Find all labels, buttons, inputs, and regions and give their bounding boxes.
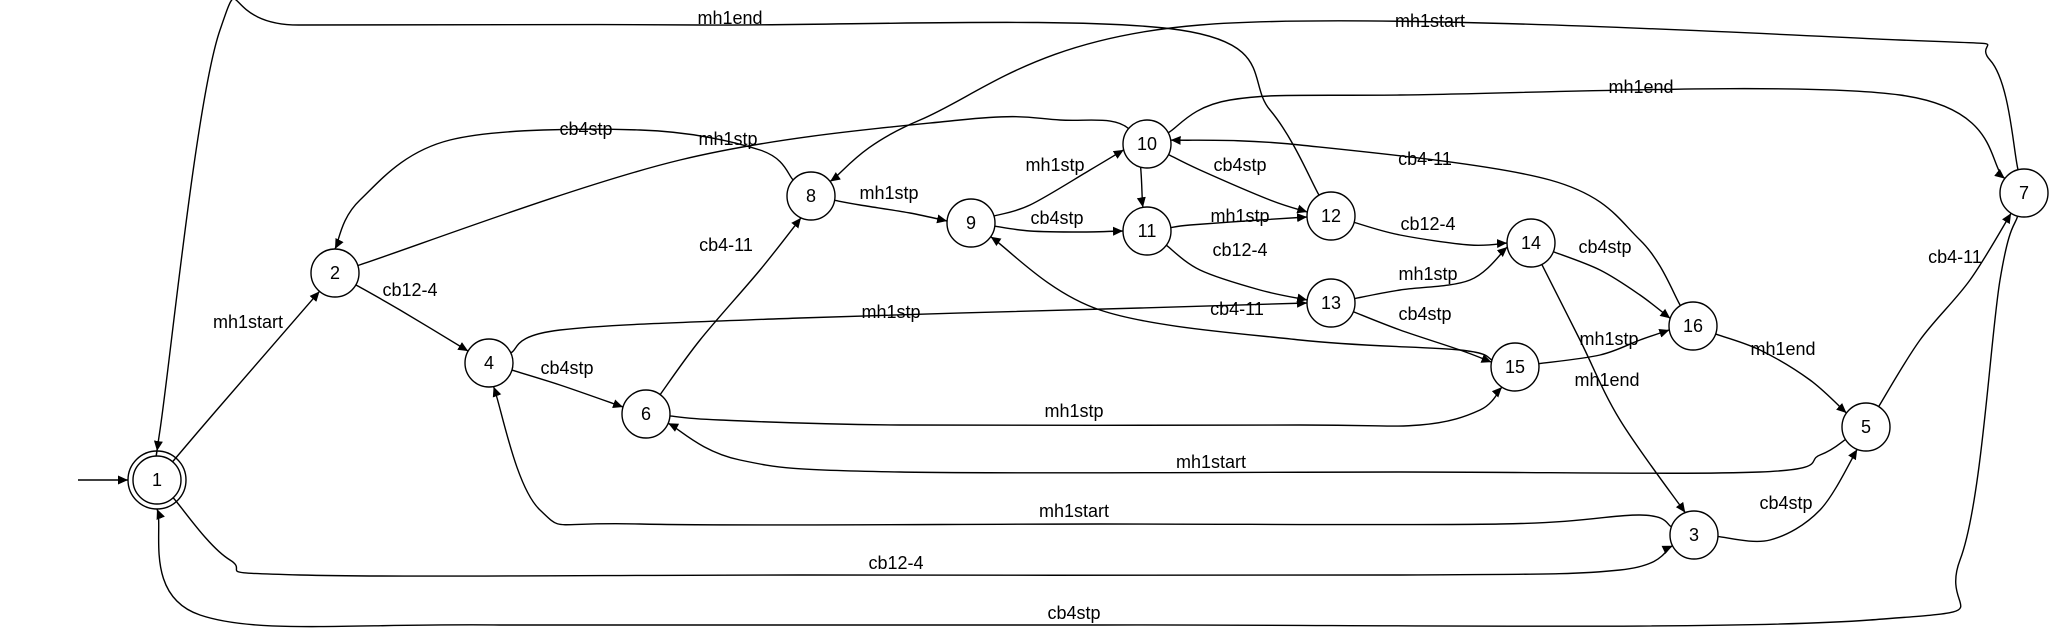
- transition-edge-9-11: [994, 225, 1124, 236]
- transition-edge-14-3: [1541, 264, 1686, 514]
- transition-label-2-4: cb12-4: [382, 280, 437, 300]
- transition-label-14-3: mh1end: [1574, 370, 1639, 390]
- state-label-15: 15: [1505, 357, 1525, 377]
- transition-edge-15-9: [990, 236, 1493, 361]
- transition-edge-2-4: [355, 284, 469, 352]
- transition-label-6-8: cb4-11: [699, 235, 753, 255]
- state-node-12: 12: [1306, 191, 1356, 241]
- transition-label-10-7: mh1end: [1608, 77, 1673, 97]
- transition-edge-4-13: [510, 298, 1308, 354]
- transition-edge-14-16: [1553, 251, 1671, 319]
- state-node-9: 9: [946, 198, 996, 248]
- state-label-1: 1: [152, 470, 162, 490]
- state-label-2: 2: [330, 263, 340, 283]
- transition-label-12-14: cb12-4: [1400, 214, 1455, 234]
- state-node-11: 11: [1122, 206, 1172, 256]
- transition-label-11-12: mh1stp: [1210, 206, 1269, 226]
- transition-edge-6-8: [659, 217, 802, 396]
- state-node-6: 6: [621, 389, 671, 439]
- state-node-15: 15: [1490, 342, 1540, 392]
- transition-label-2-11: mh1stp: [698, 129, 757, 149]
- transition-label-15-16: mh1stp: [1579, 329, 1638, 349]
- state-label-12: 12: [1321, 206, 1341, 226]
- transition-edge-7-1: [156, 215, 2019, 628]
- state-node-8: 8: [786, 171, 836, 221]
- transition-edge-8-9: [834, 199, 948, 224]
- state-node-14: 14: [1506, 218, 1556, 268]
- transition-edge-10-7: [1167, 87, 2006, 180]
- transition-label-5-7: cb4-11: [1928, 247, 1982, 267]
- state-label-6: 6: [641, 404, 651, 424]
- transition-label-9-10: mh1stp: [1025, 155, 1084, 175]
- transition-edge-15-16: [1538, 328, 1670, 365]
- transition-edge-12-1: [153, 0, 1320, 468]
- state-label-11: 11: [1138, 221, 1157, 241]
- transition-label-11-13: cb12-4: [1212, 240, 1267, 260]
- state-label-14: 14: [1521, 233, 1541, 253]
- state-label-5: 5: [1861, 417, 1871, 437]
- transition-edge-5-7: [1878, 212, 2012, 407]
- transition-label-1-3: cb12-4: [868, 553, 923, 573]
- transition-edge-8-2: [334, 128, 794, 250]
- state-node-13: 13: [1306, 278, 1356, 328]
- state-label-16: 16: [1683, 316, 1703, 336]
- state-label-4: 4: [484, 353, 494, 373]
- transition-label-16-10: cb4-11: [1398, 149, 1452, 169]
- transition-label-12-1: mh1end: [697, 8, 762, 28]
- transition-label-5-6: mh1start: [1176, 452, 1246, 472]
- transition-edge-5-6: [667, 422, 1846, 474]
- transition-label-8-9: mh1stp: [859, 183, 918, 203]
- transition-edge-11-13: [1165, 244, 1308, 303]
- transition-edge-13-14: [1354, 246, 1508, 300]
- transition-label-3-4: mh1start: [1039, 501, 1109, 521]
- transition-label-9-11: cb4stp: [1030, 208, 1083, 228]
- transition-label-8-2: cb4stp: [559, 119, 612, 139]
- state-label-9: 9: [966, 213, 976, 233]
- transition-edge-1-2: [172, 290, 321, 463]
- transition-label-13-14: mh1stp: [1398, 264, 1457, 284]
- transition-edge-7-8: [829, 20, 2019, 183]
- transition-edge-16-10: [1170, 135, 1682, 306]
- state-label-8: 8: [806, 186, 816, 206]
- transition-edge-3-5: [1717, 448, 1858, 543]
- state-node-7: 7: [1999, 168, 2049, 218]
- transition-label-4-6: cb4stp: [540, 358, 593, 378]
- transition-label-7-8: mh1start: [1395, 11, 1465, 31]
- state-label-3: 3: [1689, 525, 1699, 545]
- transition-label-1-2: mh1start: [213, 312, 283, 332]
- transition-edge-6-15: [669, 386, 1503, 427]
- state-node-10: 10: [1122, 119, 1172, 169]
- state-label-13: 13: [1321, 293, 1341, 313]
- transition-edge-3-4: [492, 386, 1672, 528]
- transition-label-13-15: cb4stp: [1398, 304, 1451, 324]
- transition-edge-9-10: [993, 149, 1125, 217]
- transition-edge-12-14: [1353, 221, 1508, 249]
- state-node-4: 4: [464, 338, 514, 388]
- state-node-5: 5: [1841, 402, 1891, 452]
- transition-label-15-9: cb4-11: [1210, 299, 1264, 319]
- transition-label-10-12: cb4stp: [1213, 155, 1266, 175]
- transition-label-16-5: mh1end: [1750, 339, 1815, 359]
- transition-label-7-1: cb4stp: [1047, 603, 1100, 623]
- state-node-2: 2: [310, 248, 360, 298]
- state-node-3: 3: [1669, 510, 1719, 560]
- transition-edge-13-15: [1353, 311, 1492, 363]
- state-label-7: 7: [2019, 183, 2029, 203]
- state-node-16: 16: [1668, 301, 1718, 351]
- state-label-10: 10: [1137, 134, 1157, 154]
- transition-edge-10-12: [1168, 153, 1308, 214]
- transition-label-3-5: cb4stp: [1759, 493, 1812, 513]
- transition-label-14-16: cb4stp: [1578, 237, 1631, 257]
- transition-edge-4-6: [511, 369, 624, 408]
- transition-edge-11-12: [1170, 213, 1308, 229]
- transition-label-6-15: mh1stp: [1044, 401, 1103, 421]
- state-node-1: 1: [127, 450, 187, 510]
- transition-edge-1-3: [172, 497, 1673, 577]
- transition-edge-16-5: [1715, 333, 1847, 414]
- transition-label-4-13: mh1stp: [861, 302, 920, 322]
